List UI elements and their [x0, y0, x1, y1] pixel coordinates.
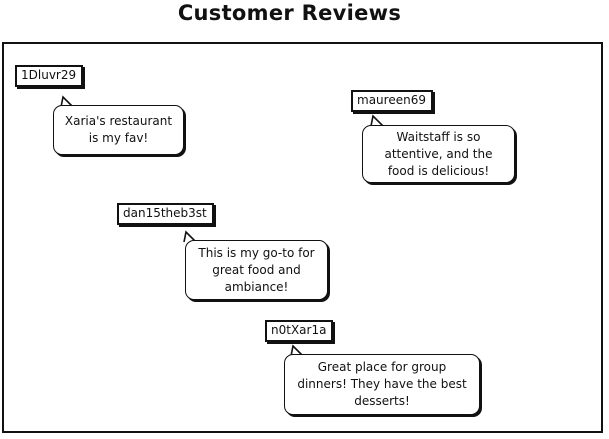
speech-bubble-tail	[370, 114, 384, 127]
review-bubble: This is my go-to for great food and ambi…	[185, 240, 328, 300]
review-bubble: Waitstaff is so attentive, and the food …	[362, 125, 515, 183]
speech-bubble-tail	[290, 344, 304, 357]
review-text: Waitstaff is so attentive, and the food …	[384, 129, 493, 178]
review-bubble: Great place for group dinners! They have…	[284, 354, 480, 415]
review-username[interactable]: dan15theb3st	[117, 203, 214, 225]
review-text: Xaria's restaurant is my fav!	[64, 114, 173, 145]
speech-bubble-tail	[60, 95, 74, 108]
review-username[interactable]: maureen69	[351, 90, 433, 112]
review-bubble: Xaria's restaurant is my fav!	[53, 105, 184, 155]
speech-bubble-tail	[183, 230, 197, 243]
review-username[interactable]: n0tXar1a	[265, 320, 334, 342]
review-text: This is my go-to for great food and ambi…	[198, 245, 315, 294]
page-title: Customer Reviews	[177, 1, 402, 25]
review-username[interactable]: 1Dluvr29	[15, 65, 84, 87]
review-text: Great place for group dinners! They have…	[297, 360, 467, 408]
